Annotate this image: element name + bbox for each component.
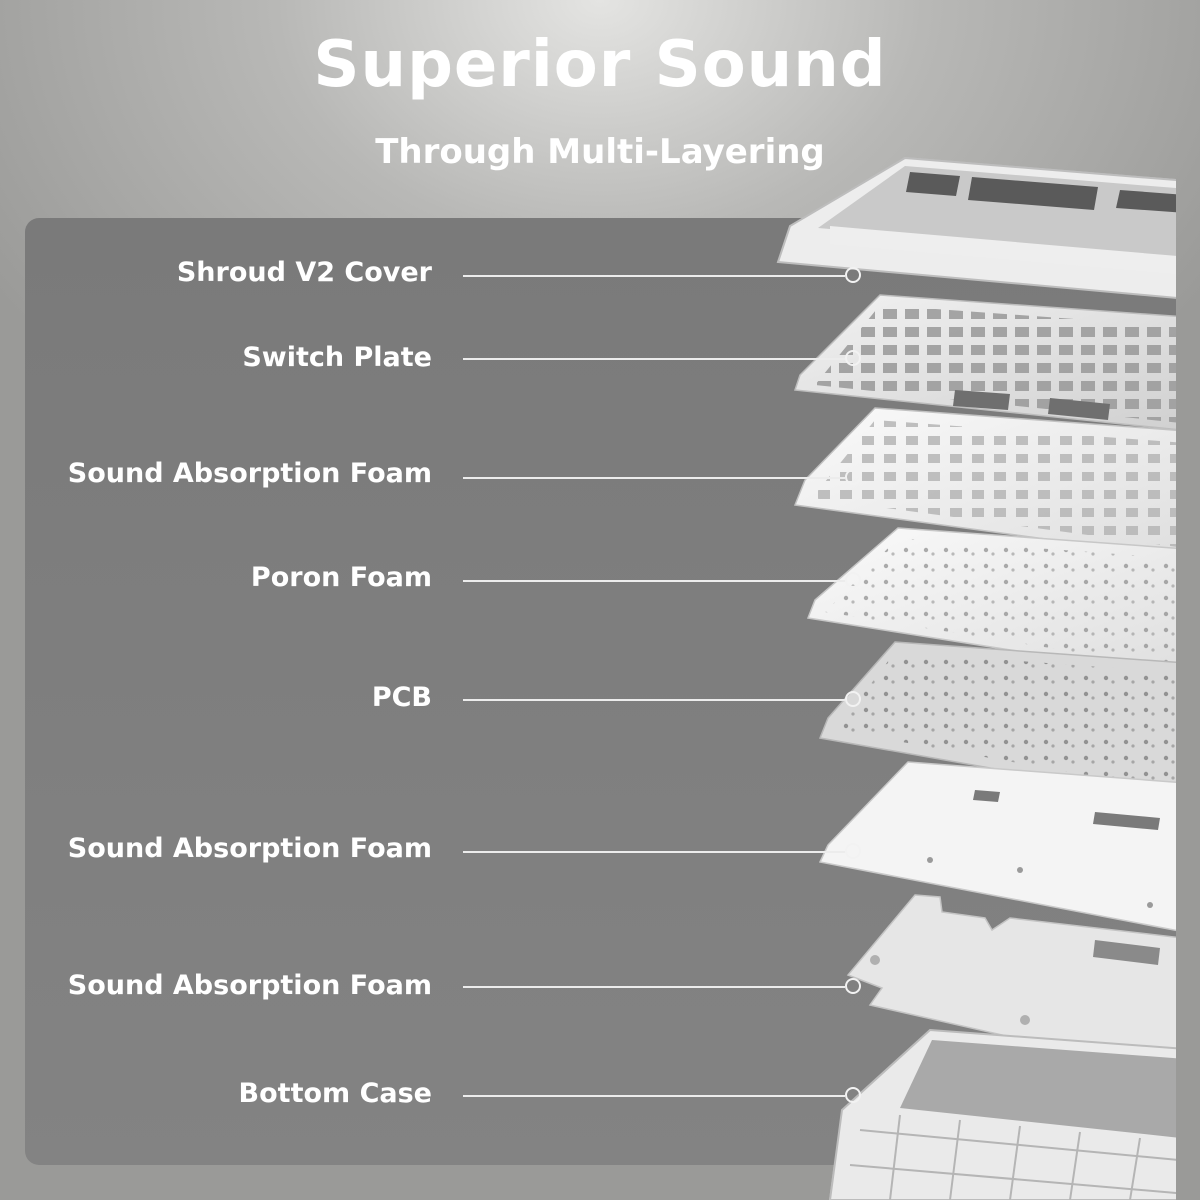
sound-foam-3 (846, 894, 1176, 1076)
leader-line (463, 358, 845, 360)
bottom-case (828, 1028, 1176, 1200)
label-bottom-case: Bottom Case (238, 1078, 432, 1109)
switch-plate (793, 294, 1176, 431)
page-subtitle: Through Multi-Layering (375, 132, 825, 172)
callout-dot (845, 572, 861, 588)
poron-foam (806, 527, 1176, 677)
leader-line (463, 477, 845, 479)
sound-foam-1 (793, 407, 1176, 558)
label-shroud-v2-cover: Shroud V2 Cover (176, 257, 432, 288)
leader-line (463, 699, 845, 701)
label-sound-absorption-foam-3: Sound Absorption Foam (67, 970, 432, 1001)
label-sound-absorption-foam-1: Sound Absorption Foam (67, 458, 432, 489)
label-switch-plate: Switch Plate (242, 342, 432, 373)
callout-dot (845, 1087, 861, 1103)
callout-dot (845, 843, 861, 859)
label-pcb: PCB (371, 682, 432, 713)
callout-dot (845, 267, 861, 283)
callout-dot (845, 350, 861, 366)
leader-line (463, 1095, 845, 1097)
label-sound-absorption-foam-2: Sound Absorption Foam (67, 833, 432, 864)
callout-dot (845, 691, 861, 707)
callout-dot (845, 469, 861, 485)
leader-line (463, 580, 845, 582)
callout-dot (845, 978, 861, 994)
leader-line (463, 986, 845, 988)
page-title: Superior Sound (313, 28, 887, 102)
leader-line (463, 275, 845, 277)
shroud-cover (776, 156, 1176, 299)
leader-line (463, 851, 845, 853)
label-poron-foam: Poron Foam (250, 562, 432, 593)
sound-foam-2 (818, 761, 1176, 932)
